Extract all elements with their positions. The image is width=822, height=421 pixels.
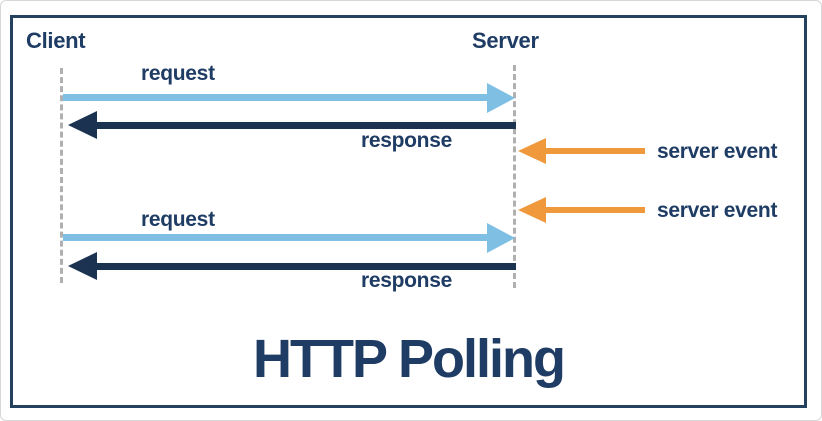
server-event-label-2: server event	[657, 199, 778, 222]
request-label-1: request	[141, 62, 215, 85]
actor-label-client: Client	[26, 28, 86, 53]
request-arrow-2-shaft	[63, 234, 487, 241]
server-event-arrow-1-arrowhead-icon	[518, 138, 546, 164]
response-label-2: response	[361, 269, 452, 292]
response-arrow-2-shaft	[97, 263, 516, 270]
server-event-arrow-2-shaft	[546, 207, 645, 213]
request-arrow-1-shaft	[63, 94, 487, 101]
diagram-title: HTTP Polling	[253, 329, 566, 389]
client-lifeline	[60, 68, 63, 283]
server-event-label-1: server event	[657, 140, 778, 163]
request-arrow-1-arrowhead-icon	[487, 83, 515, 113]
actor-label-server: Server	[472, 28, 539, 53]
response-arrow-1-arrowhead-icon	[68, 111, 97, 139]
request-label-2: request	[141, 208, 215, 231]
server-lifeline	[513, 65, 516, 288]
response-arrow-1-shaft	[97, 122, 516, 129]
server-event-arrow-1-shaft	[546, 148, 645, 154]
request-arrow-2-arrowhead-icon	[487, 223, 515, 253]
response-label-1: response	[361, 129, 452, 152]
response-arrow-2-arrowhead-icon	[68, 252, 97, 280]
server-event-arrow-2-arrowhead-icon	[518, 197, 546, 223]
diagram-frame	[10, 15, 807, 408]
